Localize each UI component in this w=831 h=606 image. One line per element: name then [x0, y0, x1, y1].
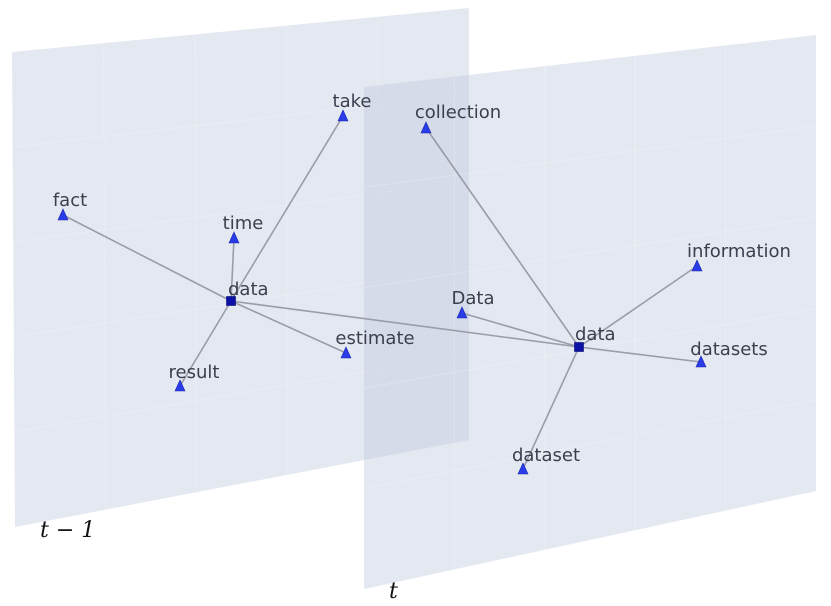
node-triangle-Data[interactable]: [456, 306, 468, 319]
nodes-layer: [57, 109, 707, 475]
plane-curr-gridline: [363, 125, 817, 188]
edge-data_curr-Data: [461, 312, 580, 348]
node-triangle-take[interactable]: [337, 109, 349, 122]
node-triangle-datasets[interactable]: [695, 355, 707, 368]
plane-prev-gridline: [13, 180, 470, 243]
edge-data_curr-datasets: [578, 346, 702, 363]
node-label-dataset: dataset: [512, 445, 580, 466]
edge-data_prev-data_curr: [230, 300, 580, 348]
node-label-take: take: [333, 91, 372, 112]
node-triangle-fact[interactable]: [57, 208, 69, 221]
edge-data_curr-collection: [425, 127, 580, 348]
edge-data_curr-dataset: [522, 346, 580, 470]
node-label-data_prev: data: [228, 279, 269, 300]
plane-prev: [12, 8, 469, 527]
plane-curr-gridline: [363, 216, 817, 289]
plane-prev-gridline: [102, 43, 107, 510]
node-label-data_curr: data: [575, 324, 616, 345]
edges-layer: [62, 115, 702, 470]
plane-prev-gridline: [14, 353, 470, 433]
edge-data_prev-result: [179, 300, 232, 387]
edge-data_prev-take: [230, 115, 344, 302]
node-label-Data: Data: [452, 288, 495, 309]
node-triangle-estimate[interactable]: [340, 346, 352, 359]
node-triangle-dataset[interactable]: [517, 462, 529, 475]
plane-label-curr: t: [389, 579, 398, 604]
node-triangle-information[interactable]: [691, 259, 703, 272]
node-label-datasets: datasets: [690, 339, 767, 360]
plane-prev-gridline: [377, 16, 379, 458]
node-square-data_curr[interactable]: [574, 342, 584, 352]
plane-curr-gridline: [363, 399, 817, 490]
plane-label-prev: t − 1: [40, 518, 95, 543]
edge-data_curr-information: [578, 265, 698, 348]
plane-prev-gridline: [12, 93, 470, 148]
node-triangle-collection[interactable]: [420, 121, 432, 134]
node-label-collection: collection: [415, 102, 501, 123]
node-label-estimate: estimate: [335, 328, 414, 349]
node-triangle-time[interactable]: [228, 231, 240, 244]
planes-layer: [12, 8, 817, 589]
node-label-time: time: [223, 213, 264, 234]
node-square-data_prev[interactable]: [226, 296, 236, 306]
node-label-fact: fact: [53, 190, 87, 211]
node-label-result: result: [169, 362, 220, 383]
edge-data_prev-time: [230, 237, 235, 302]
node-label-information: information: [687, 241, 791, 262]
plane-prev-gridline: [194, 34, 198, 493]
edge-data_prev-fact: [62, 214, 232, 302]
labels-layer: t − 1 t data take fact time estimate result data…: [40, 91, 791, 604]
edge-data_prev-estimate: [230, 300, 347, 354]
node-triangle-result[interactable]: [174, 379, 186, 392]
plane-curr: [364, 35, 816, 589]
plane-prev-gridline: [285, 25, 288, 475]
